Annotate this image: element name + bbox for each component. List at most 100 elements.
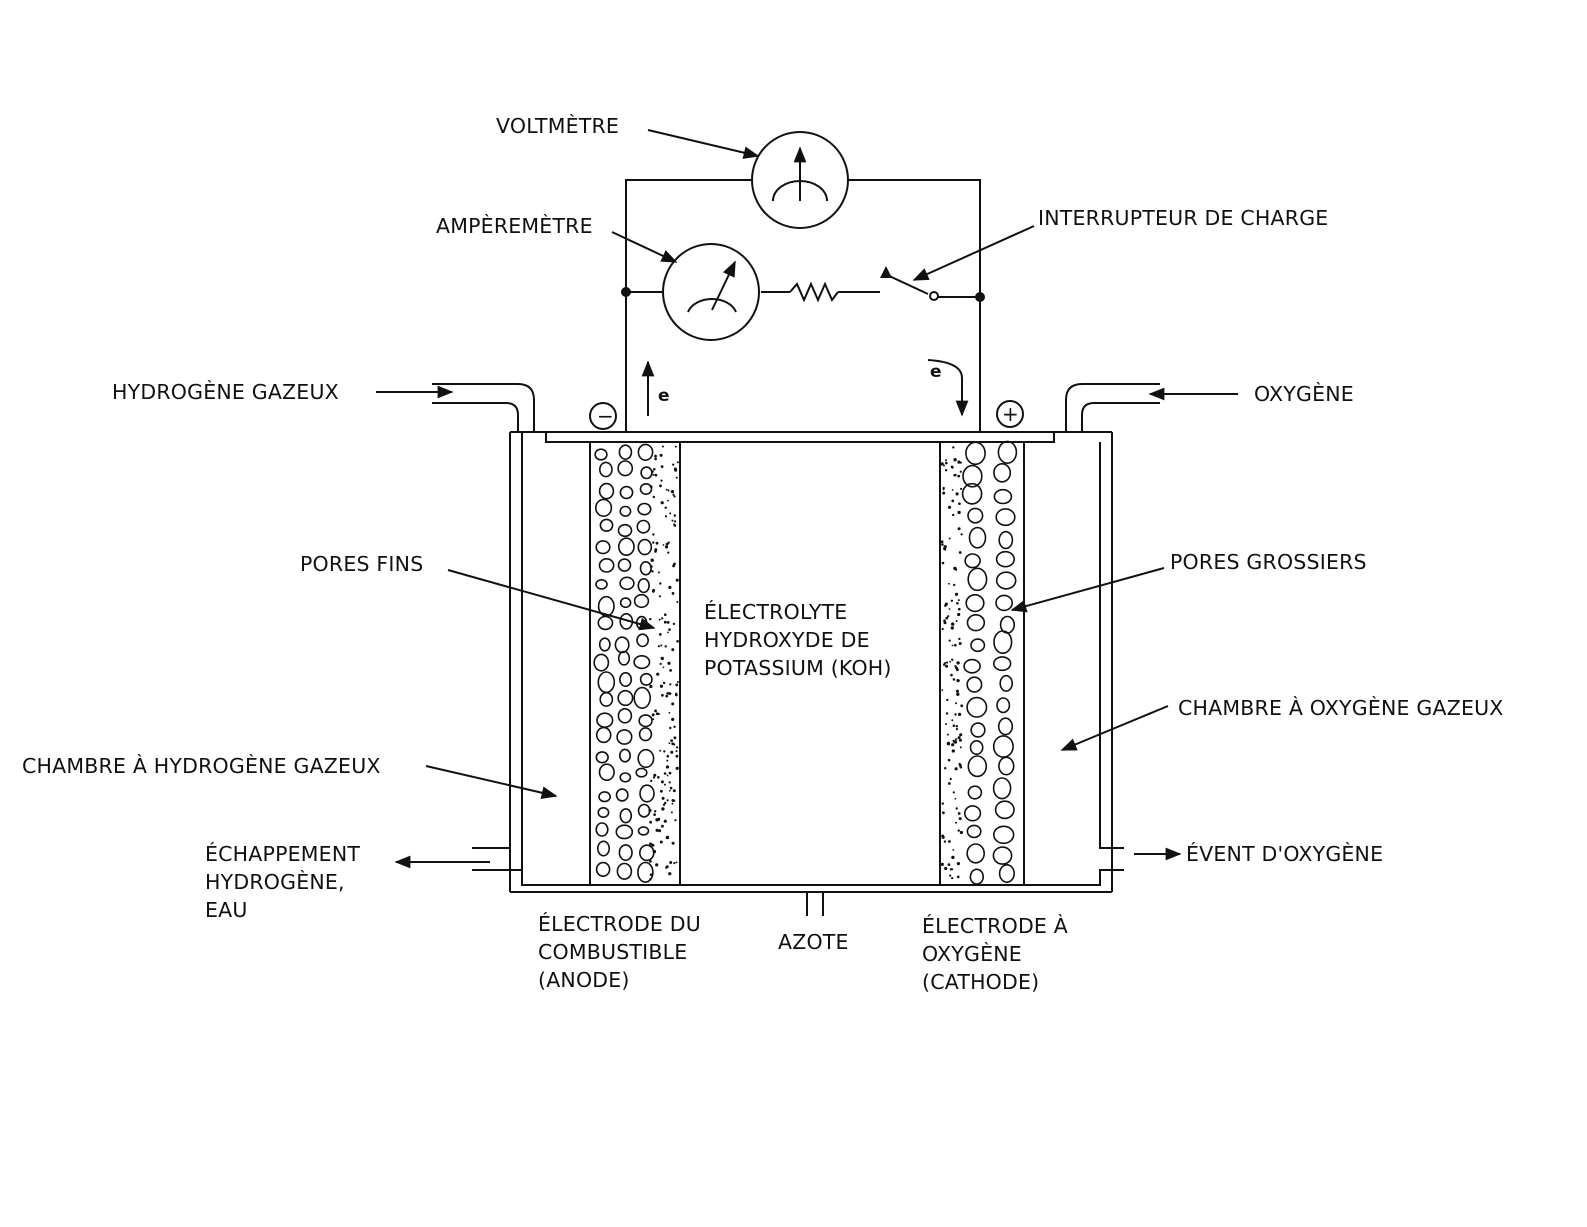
pore — [633, 593, 650, 609]
fine-pore-dot — [649, 565, 653, 568]
fine-pore-dot — [662, 544, 665, 546]
voltmeter-label: VOLTMÈTRE — [496, 114, 620, 138]
fine-pore-dot — [960, 461, 962, 464]
pore — [615, 824, 634, 840]
fine-pore-dot — [953, 458, 957, 462]
pore — [995, 508, 1016, 527]
pore — [970, 638, 986, 653]
fine-pore-dot — [670, 811, 673, 814]
pore — [993, 630, 1013, 655]
fine-pore-dot — [671, 702, 675, 706]
pore — [992, 846, 1013, 865]
fine-pore-dot — [659, 840, 663, 844]
circuit-node-left — [621, 287, 631, 297]
fine-pore-dot — [947, 782, 951, 785]
fine-pore-dot — [659, 684, 664, 688]
positive-terminal-icon — [997, 401, 1023, 427]
fine-pore-dot — [661, 693, 664, 697]
pore — [966, 676, 983, 693]
fine-pore-dot — [664, 515, 668, 518]
fine-pore-dot — [658, 595, 662, 598]
pore — [966, 696, 988, 718]
pore — [637, 577, 650, 594]
cell-top-plate — [546, 432, 1054, 442]
fine-pore-dot — [652, 495, 655, 499]
fine-pore-dot — [941, 689, 944, 691]
fine-pore-dot — [668, 781, 671, 784]
fine-pore-dot — [653, 813, 656, 816]
fine-pore-dot — [662, 445, 664, 448]
fuel-electrode-label: ÉLECTRODE DU COMBUSTIBLE (ANODE) — [538, 912, 701, 992]
fine-pore-dot — [673, 524, 677, 527]
hydrogen-exhaust-label: ÉCHAPPEMENT HYDROGÈNE, EAU — [205, 842, 361, 922]
fine-pore-dot — [654, 810, 657, 813]
electrolyte-label: ÉLECTROLYTE HYDROXYDE DE POTASSIUM (KOH) — [704, 600, 892, 680]
fine-pore-dot — [669, 786, 673, 790]
fine-pore-dot — [959, 470, 962, 473]
fine-pore-dot — [667, 631, 669, 634]
fine-pore-dot — [958, 817, 962, 821]
fine-pore-dot — [941, 802, 944, 805]
pore — [598, 637, 611, 652]
pore — [995, 571, 1017, 590]
fine-pore-dot — [954, 767, 958, 771]
fine-pores-label: PORES FINS — [300, 552, 424, 576]
fine-pore-dot — [948, 537, 951, 540]
circuit-node-right — [975, 292, 985, 302]
fine-pore-dot — [957, 460, 961, 464]
fine-pore-dot — [668, 628, 671, 631]
fine-pore-dot — [955, 807, 958, 810]
fine-pore-dot — [949, 874, 952, 877]
fine-pore-dot — [675, 861, 678, 864]
pore — [618, 537, 635, 557]
fine-pore-dot — [948, 639, 951, 642]
fine-pore-dot — [676, 681, 679, 683]
fine-pore-dot — [659, 484, 662, 488]
pore — [596, 840, 610, 857]
pore — [619, 576, 635, 591]
fine-pore-dot — [946, 733, 949, 736]
fine-pore-dot — [659, 453, 663, 457]
fine-pore-dot — [660, 656, 664, 661]
fine-pore-dot — [664, 645, 667, 648]
pore — [599, 461, 613, 478]
anode-pores — [593, 443, 655, 883]
pore — [614, 636, 630, 654]
pore — [594, 498, 613, 517]
fine-pore-dot — [954, 665, 957, 668]
pore — [595, 579, 608, 590]
pore — [970, 722, 986, 738]
hydrogen-gas-label: HYDROGÈNE GAZEUX — [112, 380, 339, 404]
fine-pore-dot — [947, 615, 950, 618]
resistor — [790, 284, 838, 300]
negative-sign: − — [597, 404, 614, 428]
fine-pore-dot — [950, 465, 954, 469]
fine-pore-dot — [943, 464, 945, 467]
fine-pore-dot — [948, 608, 951, 610]
fine-pore-dot — [653, 467, 656, 471]
fine-pore-dot — [672, 622, 676, 626]
pore — [638, 844, 655, 862]
fine-pore-dot — [648, 808, 652, 813]
fine-pore-dot — [951, 719, 954, 722]
fine-pore-dot — [673, 736, 677, 740]
fine-pore-dot — [676, 461, 679, 464]
fine-pore-dot — [960, 533, 963, 536]
fine-pore-dot — [657, 645, 661, 648]
fine-pore-dot — [958, 712, 962, 717]
fine-pore-dot — [957, 612, 961, 617]
fine-pore-dot — [648, 859, 652, 863]
hydrogen-chamber-label: CHAMBRE À HYDROGÈNE GAZEUX — [22, 754, 381, 778]
pore — [995, 594, 1014, 612]
fine-pore-dot — [675, 578, 679, 582]
pore — [961, 482, 983, 505]
fine-pore-dot — [958, 607, 961, 611]
anode-electrode — [590, 442, 680, 885]
pore — [967, 755, 988, 778]
pore — [969, 868, 984, 885]
fine-pore-dot — [957, 812, 961, 815]
pore — [617, 460, 634, 477]
fine-pore-dot — [941, 543, 944, 546]
fine-pore-dot — [660, 789, 663, 793]
fine-pore-dot — [667, 661, 671, 665]
